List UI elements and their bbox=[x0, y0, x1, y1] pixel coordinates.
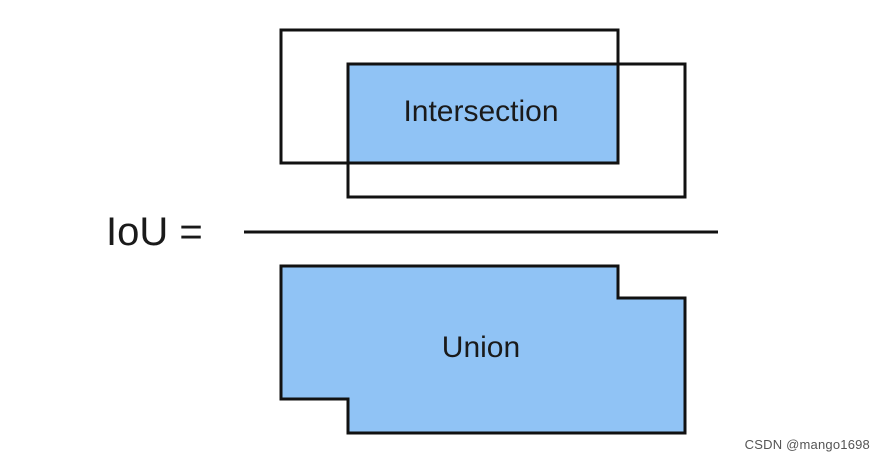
box-a-outline bbox=[279, 28, 620, 165]
union-shape bbox=[279, 264, 687, 435]
union-label: Union bbox=[442, 331, 520, 364]
box-b-outline bbox=[346, 62, 687, 199]
watermark-text: CSDN @mango1698 bbox=[744, 437, 870, 452]
intersection-label: Intersection bbox=[403, 95, 558, 128]
intersection-fill bbox=[348, 64, 618, 163]
denominator-figure: Union bbox=[279, 264, 687, 435]
iou-equals-label: IoU = bbox=[106, 210, 203, 254]
numerator-figure: Intersection bbox=[279, 28, 687, 199]
